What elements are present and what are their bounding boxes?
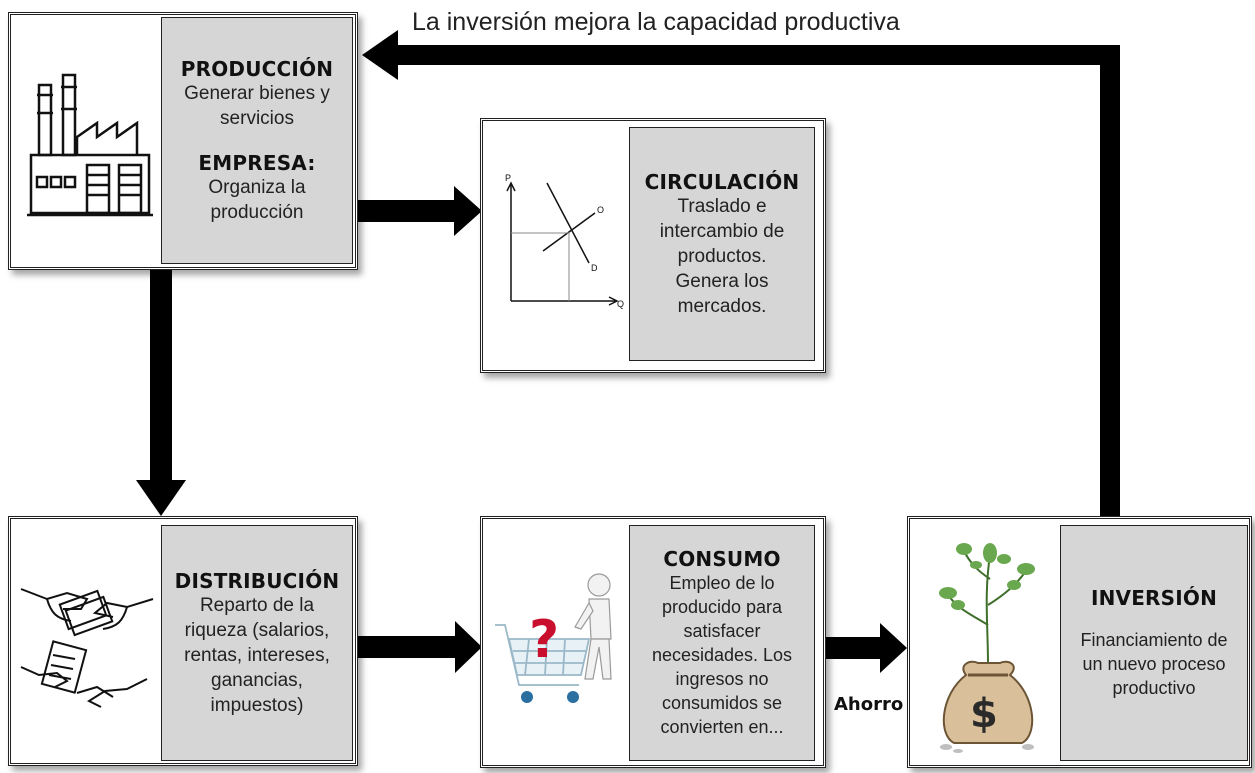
consumo-title: CONSUMO bbox=[663, 547, 781, 571]
arrow-consumo-to-inversion bbox=[826, 623, 907, 673]
factory-icon bbox=[27, 73, 153, 217]
inversion-box: $ INVERSIÓN Financiamiento de un nuevo p… bbox=[907, 516, 1252, 768]
demand-label: D bbox=[591, 263, 598, 273]
supply-label: O bbox=[597, 205, 604, 215]
axis-p-label: P bbox=[505, 173, 511, 183]
supply-demand-graph-icon: P Q O D bbox=[505, 173, 624, 309]
empresa-text: Organiza la producción bbox=[208, 176, 306, 223]
inversion-title: INVERSIÓN bbox=[1090, 586, 1218, 610]
consumo-text: Empleo de lo producido para satisfacer n… bbox=[651, 573, 793, 737]
circulacion-text: Traslado e intercambio de productos. Gen… bbox=[659, 195, 785, 317]
consumo-box: ? CONSUMO Empleo de lo producido para sa… bbox=[480, 516, 826, 768]
ahorro-label: Ahorro bbox=[834, 694, 904, 715]
question-mark: ? bbox=[529, 610, 559, 670]
inversion-panel: INVERSIÓN Financiamiento de un nuevo pro… bbox=[1060, 525, 1248, 761]
shopping-cart-question-icon: ? bbox=[495, 573, 612, 703]
circulacion-box: P Q O D CIRCULACIÓN Traslado e intercamb… bbox=[480, 118, 826, 373]
arrow-produccion-to-distribucion bbox=[136, 270, 186, 516]
produccion-title: PRODUCCIÓN bbox=[180, 56, 334, 81]
distribucion-panel: DISTRIBUCIÓN Reparto de la riqueza (sala… bbox=[161, 525, 353, 761]
circulacion-panel: CIRCULACIÓN Traslado e intercambio de pr… bbox=[629, 127, 815, 361]
hands-exchanging-money-icon bbox=[20, 588, 154, 708]
distribucion-title: DISTRIBUCIÓN bbox=[174, 568, 340, 593]
produccion-text: Generar bienes y servicios bbox=[184, 82, 330, 129]
produccion-panel: PRODUCCIÓN Generar bienes y servicios EM… bbox=[161, 17, 353, 264]
produccion-box: PRODUCCIÓN Generar bienes y servicios EM… bbox=[8, 12, 358, 270]
circulacion-title: CIRCULACIÓN bbox=[644, 169, 800, 194]
arrow-produccion-to-circulacion bbox=[355, 186, 482, 236]
consumo-panel: CONSUMO Empleo de lo producido para sati… bbox=[629, 525, 815, 761]
distribucion-text: Reparto de la riqueza (salarios, rentas,… bbox=[184, 594, 330, 716]
inversion-text: Financiamiento de un nuevo proceso produ… bbox=[1080, 630, 1228, 698]
feedback-label: La inversión mejora la capacidad product… bbox=[412, 8, 900, 36]
arrow-distribucion-to-consumo bbox=[357, 621, 482, 673]
distribucion-box: DISTRIBUCIÓN Reparto de la riqueza (sala… bbox=[8, 516, 358, 766]
empresa-title: EMPRESA: bbox=[198, 150, 316, 175]
money-bag-plant-icon: $ bbox=[939, 543, 1035, 753]
axis-q-label: Q bbox=[617, 299, 624, 309]
dollar-sign: $ bbox=[970, 691, 998, 737]
